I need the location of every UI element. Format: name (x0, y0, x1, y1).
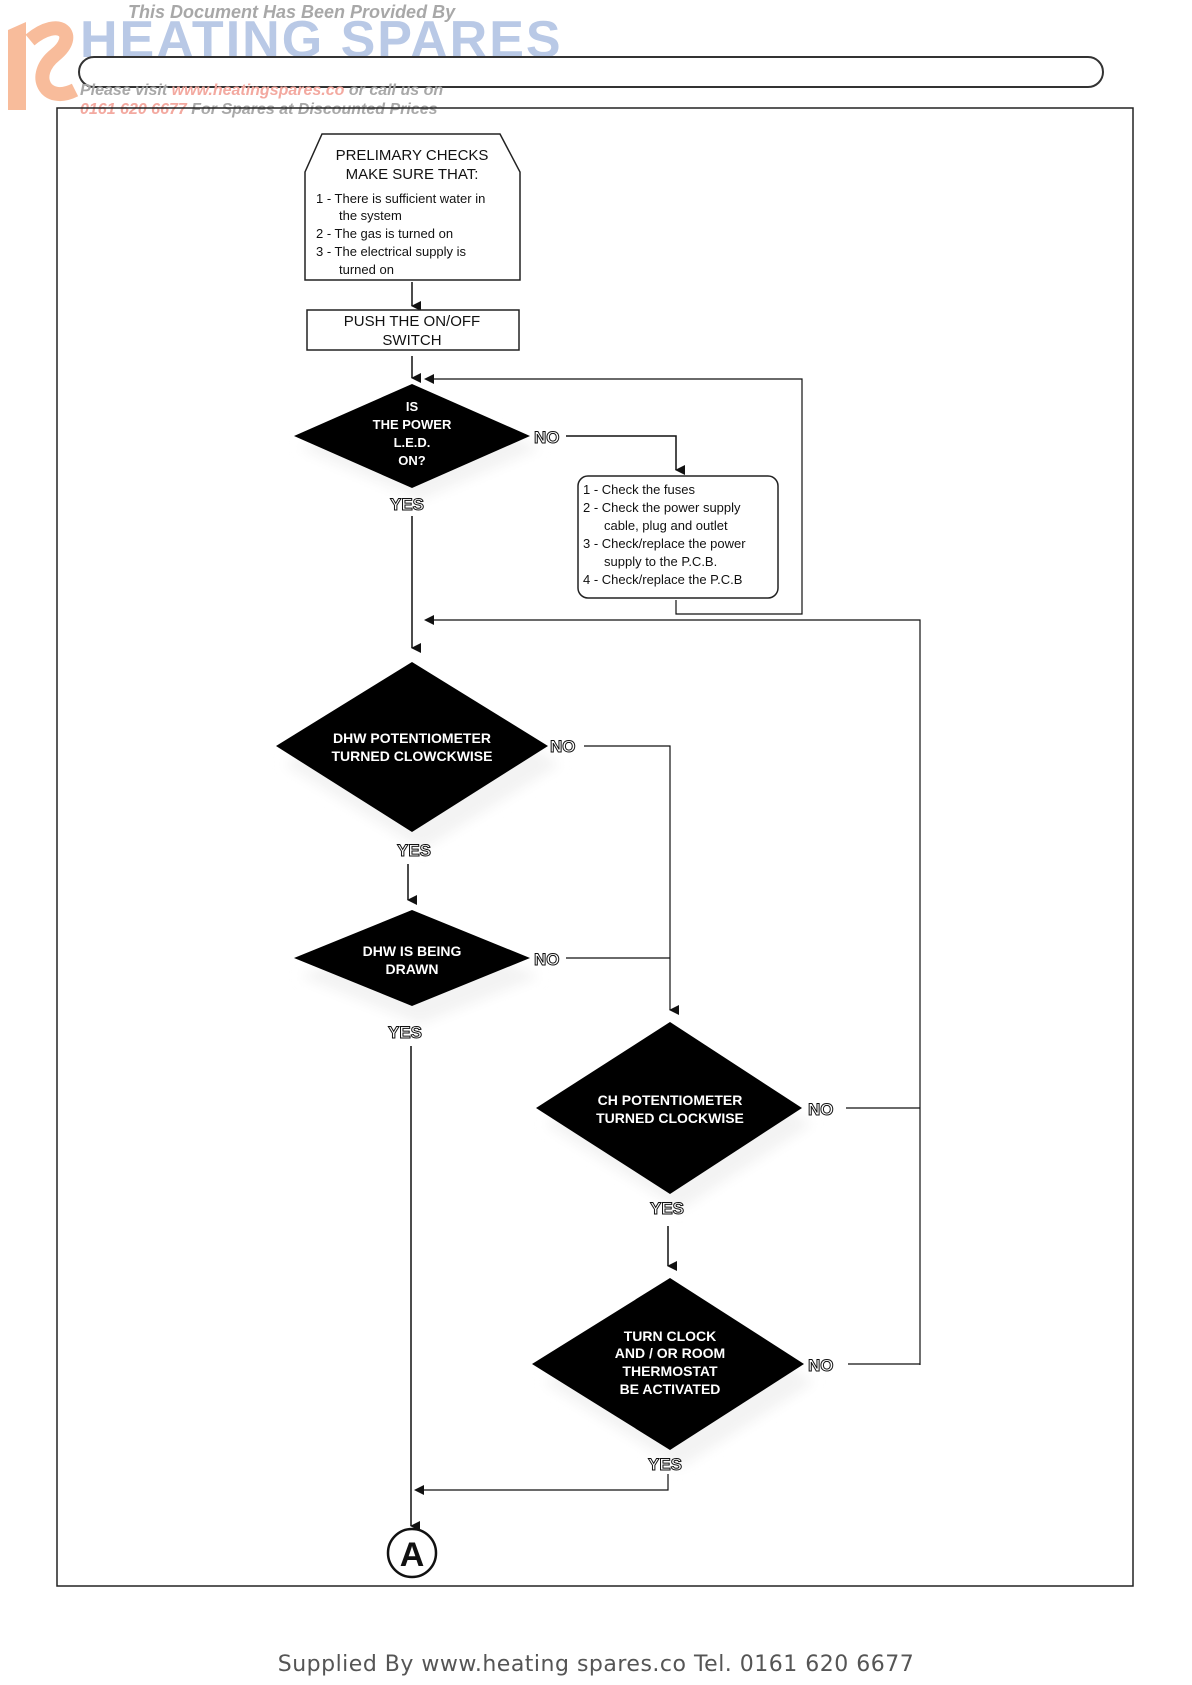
svg-text:BE ACTIVATED: BE ACTIVATED (620, 1381, 721, 1397)
svg-text:TURNED CLOCKWISE: TURNED CLOCKWISE (596, 1110, 744, 1126)
svg-text:DRAWN: DRAWN (386, 961, 439, 977)
svg-text:AND / OR ROOM: AND / OR ROOM (615, 1345, 725, 1361)
power-checks-box: 1 - Check the fuses 2 - Check the power … (577, 475, 779, 599)
decision-ch-potentiometer: CH POTENTIOMETER TURNED CLOCKWISE (536, 1022, 812, 1210)
yes-label: YES (390, 495, 424, 514)
header-rule (78, 56, 1104, 88)
svg-text:SWITCH: SWITCH (382, 332, 441, 349)
decision-dhw-drawn: DHW IS BEING DRAWN (294, 910, 540, 1024)
svg-text:1 - Check the fuses: 1 - Check the fuses (583, 482, 695, 497)
svg-text:THE POWER: THE POWER (373, 417, 452, 432)
yes-label: YES (397, 841, 431, 860)
yes-label: YES (648, 1455, 682, 1474)
decision-power-led: IS THE POWER L.E.D. ON? (294, 384, 540, 500)
svg-text:PUSH THE ON/OFF: PUSH THE ON/OFF (344, 313, 480, 330)
no-label: NO (550, 737, 576, 756)
yes-label: YES (388, 1023, 422, 1042)
loop-line (428, 619, 921, 1365)
phone-line: 0161 620 6677 For Spares at Discounted P… (80, 101, 438, 118)
svg-text:TURNED CLOWCKWISE: TURNED CLOWCKWISE (332, 748, 493, 764)
svg-text:DHW POTENTIOMETER: DHW POTENTIOMETER (333, 730, 491, 746)
svg-text:supply to the P.C.B.: supply to the P.C.B. (604, 554, 717, 569)
visit-url-link[interactable]: www.heatingspares.co (171, 82, 345, 99)
decision-clock-thermostat: TURN CLOCK AND / OR ROOM THERMOSTAT BE A… (532, 1278, 814, 1468)
page-frame (56, 107, 1134, 1587)
svg-text:2 - Check the power supply: 2 - Check the power supply (583, 500, 741, 515)
svg-text:3 - Check/replace the power: 3 - Check/replace the power (583, 536, 746, 551)
svg-text:THERMOSTAT: THERMOSTAT (622, 1363, 718, 1379)
no-label: NO (808, 1356, 834, 1375)
preliminary-checks-box: PRELIMARY CHECKS MAKE SURE THAT: 1 - The… (304, 133, 521, 281)
svg-text:4 - Check/replace the P.C.B: 4 - Check/replace the P.C.B (583, 572, 742, 587)
preliminary-item: 1 - There is sufficient water in (316, 191, 485, 206)
connector-a-label: A (400, 1536, 425, 1574)
preliminary-title-1: PRELIMARY CHECKS (336, 147, 489, 164)
arrow-connector (566, 435, 685, 475)
preliminary-title-2: MAKE SURE THAT: (346, 166, 479, 183)
decision-dhw-potentiometer: DHW POTENTIOMETER TURNED CLOWCKWISE (276, 662, 560, 850)
push-switch-box: PUSH THE ON/OFF SWITCH (306, 309, 520, 351)
arrow-connector (584, 745, 679, 1015)
svg-text:TURN CLOCK: TURN CLOCK (624, 1328, 717, 1344)
preliminary-item: 3 - The electrical supply is (316, 244, 467, 259)
yes-label: YES (650, 1199, 684, 1218)
preliminary-item: turned on (339, 262, 394, 277)
no-label: NO (534, 950, 560, 969)
logo-text: HEATING SPARES (80, 11, 563, 69)
svg-text:IS: IS (406, 399, 419, 414)
svg-text:DHW IS BEING: DHW IS BEING (363, 943, 462, 959)
preliminary-item: 2 - The gas is turned on (316, 226, 453, 241)
svg-text:CH POTENTIOMETER: CH POTENTIOMETER (598, 1092, 743, 1108)
connector-a: A (386, 1527, 438, 1579)
hs-logo-mark (8, 21, 79, 110)
svg-text:cable, plug and outlet: cable, plug and outlet (604, 518, 728, 533)
connector-line (424, 1474, 669, 1491)
loop-line (428, 378, 803, 615)
no-label: NO (534, 428, 560, 447)
no-label: NO (808, 1100, 834, 1119)
preliminary-item: the system (339, 208, 402, 223)
provided-by-text: This Document Has Been Provided By (128, 2, 456, 22)
footer-supplied-by: Supplied By www.heating spares.co Tel. 0… (277, 1652, 915, 1677)
svg-text:ON?: ON? (398, 453, 426, 468)
visit-line: Please visit www.heatingspares.co or cal… (80, 82, 444, 99)
svg-text:L.E.D.: L.E.D. (394, 435, 431, 450)
